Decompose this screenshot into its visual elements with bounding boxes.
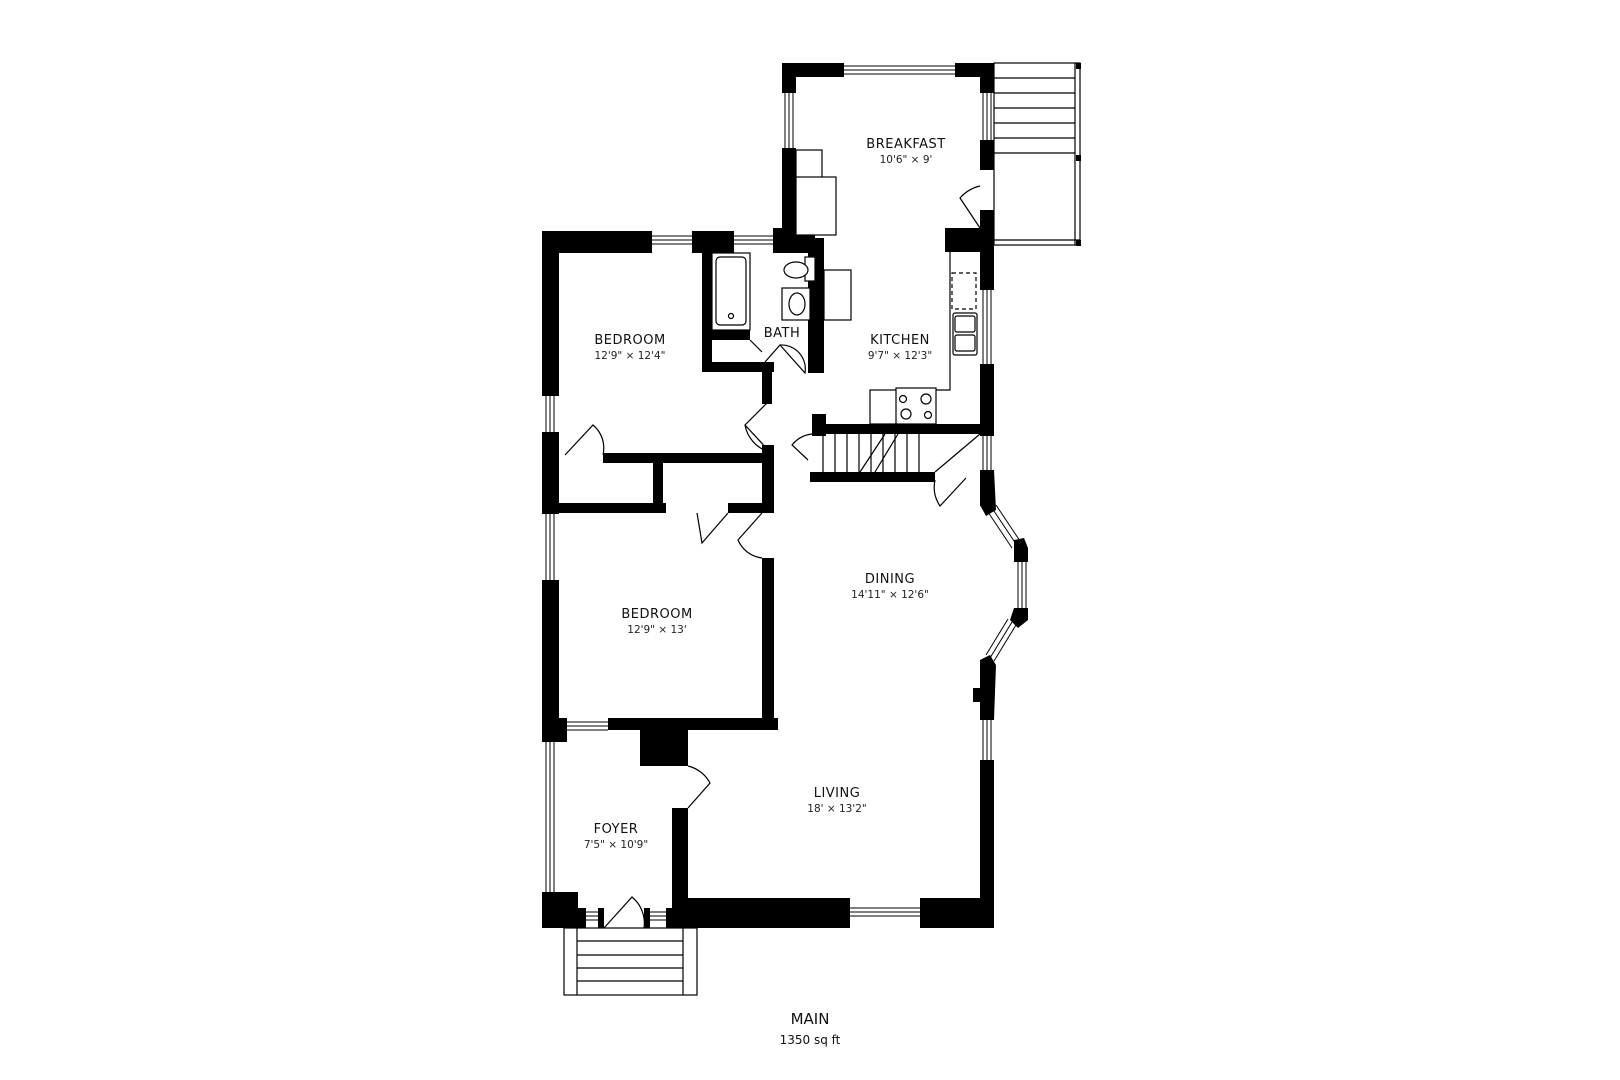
room-foyer: FOYER 7'5" × 10'9": [584, 822, 648, 851]
floor-area: 1350 sq ft: [779, 1033, 841, 1047]
room-name: LIVING: [813, 786, 861, 801]
floor-summary: MAIN 1350 sq ft: [780, 1010, 841, 1047]
room-dimensions: 12'9" × 13': [627, 624, 687, 636]
room-dimensions: 10'6" × 9': [879, 154, 933, 166]
room-bedroom-1: BEDROOM 12'9" × 12'4": [594, 333, 665, 362]
room-dimensions: 18' × 13'2": [807, 803, 867, 815]
room-name: FOYER: [593, 822, 639, 837]
toilet: [783, 261, 809, 279]
room-dimensions: 9'7" × 12'3": [867, 350, 933, 362]
room-name: DINING: [864, 572, 916, 587]
room-living: LIVING 18' × 13'2": [807, 786, 866, 815]
room-dining: DINING 14'11" × 12'6": [851, 572, 929, 601]
stove: [895, 387, 937, 425]
room-dimensions: 12'9" × 12'4": [594, 350, 666, 362]
counter: [823, 269, 852, 321]
staircase: [563, 62, 1081, 996]
room-bedroom-2: BEDROOM 12'9" × 13': [621, 607, 692, 636]
room-name: KITCHEN: [870, 333, 930, 348]
floor-name: MAIN: [790, 1010, 830, 1028]
room-breakfast: BREAKFAST 10'6" × 9': [866, 137, 945, 166]
room-name: BREAKFAST: [866, 137, 946, 152]
doors: [564, 185, 981, 929]
room-dimensions: 14'11" × 12'6": [851, 589, 929, 601]
room-name: BEDROOM: [594, 333, 666, 348]
room-name: BEDROOM: [621, 607, 693, 622]
windows: [545, 65, 1027, 921]
room-dimensions: 7'5" × 10'9": [583, 839, 649, 851]
fixtures: [711, 149, 978, 425]
room-bath: BATH: [764, 326, 801, 341]
room-kitchen: KITCHEN 9'7" × 12'3": [868, 333, 932, 362]
room-name: BATH: [763, 326, 801, 341]
walls: [542, 63, 1028, 928]
